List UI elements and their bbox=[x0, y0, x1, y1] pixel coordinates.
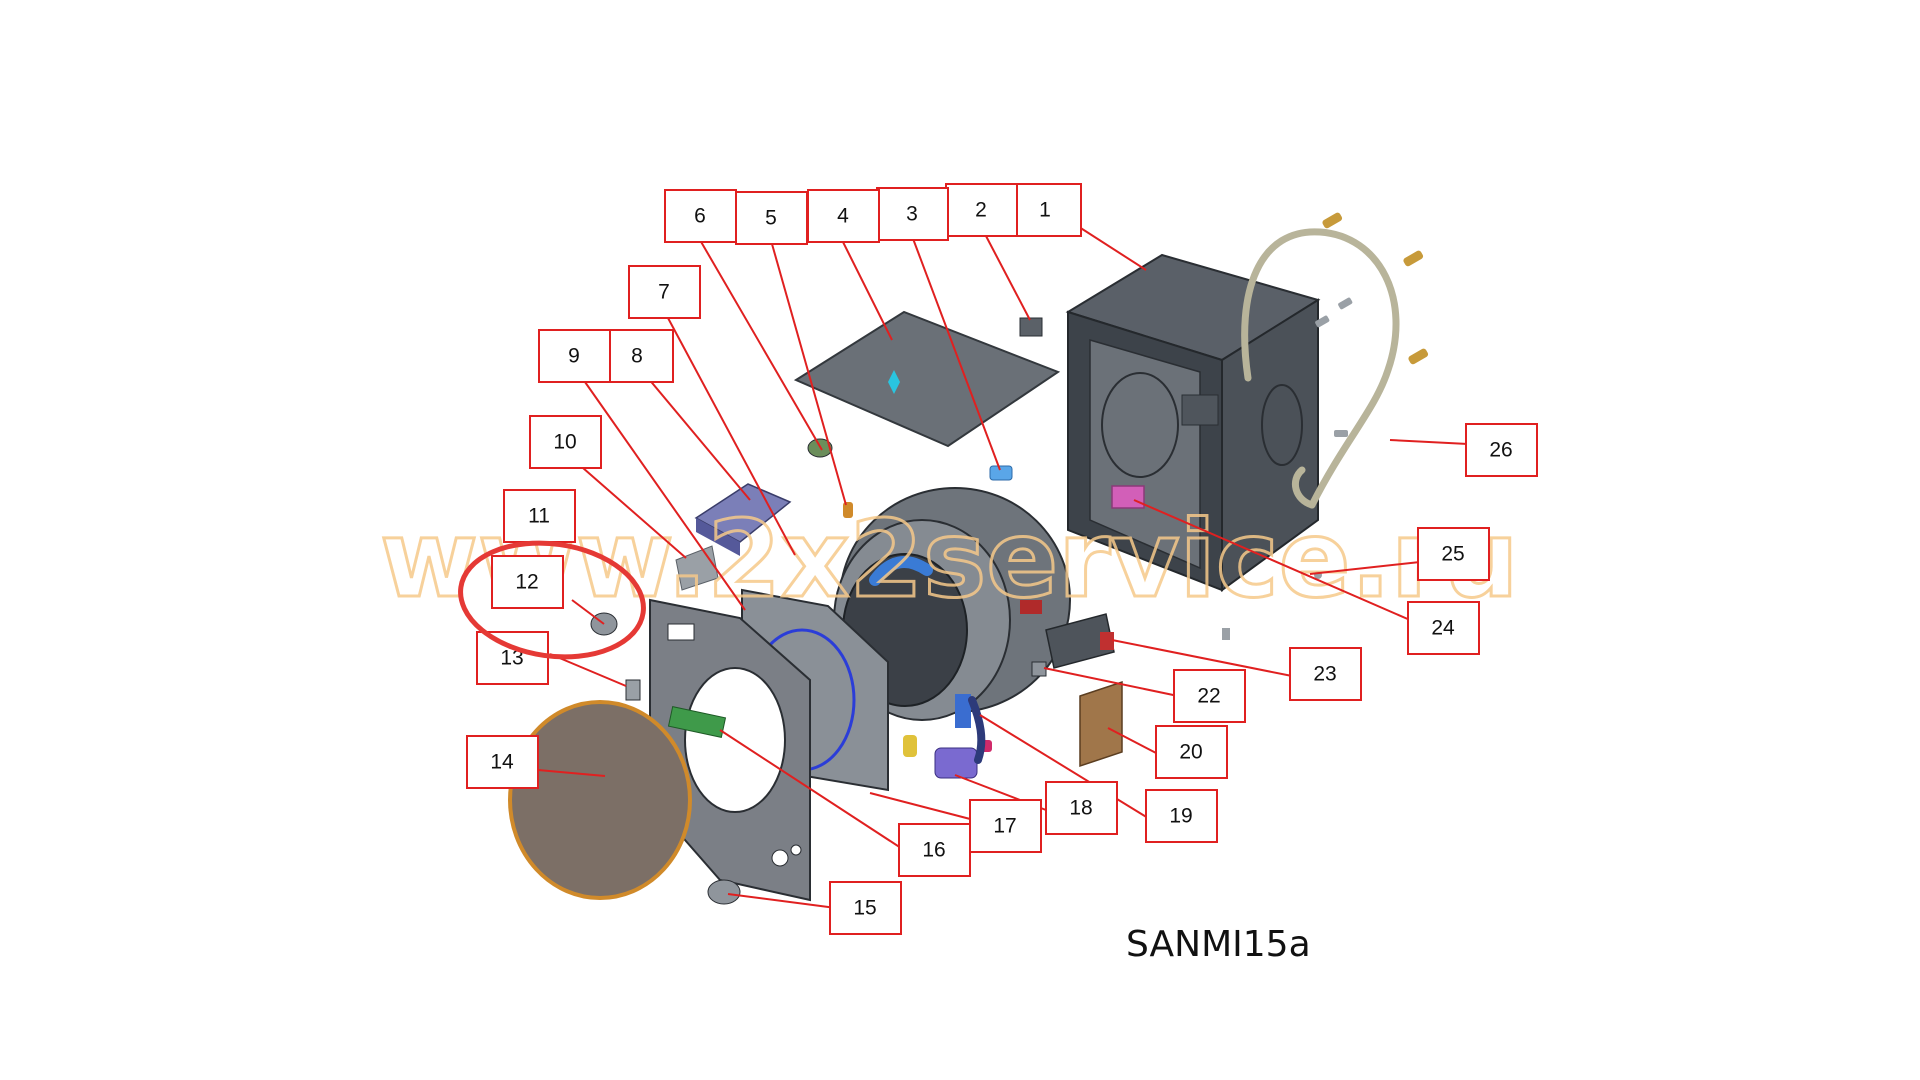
callout-18: 18 bbox=[1069, 797, 1092, 820]
motor-module bbox=[1045, 613, 1115, 669]
callout-6: 6 bbox=[694, 205, 706, 228]
callout-13: 13 bbox=[500, 647, 523, 670]
callout-7: 7 bbox=[658, 281, 670, 304]
callout-2: 2 bbox=[975, 199, 987, 222]
callout-19: 19 bbox=[1169, 805, 1192, 828]
parts-illustration bbox=[508, 212, 1429, 905]
drain-hose bbox=[1241, 228, 1400, 509]
callout-17: 17 bbox=[993, 815, 1016, 838]
callout-15: 15 bbox=[853, 897, 876, 920]
highlight-ellipse bbox=[458, 540, 646, 660]
drain-filter-cap bbox=[707, 879, 741, 905]
callout-3: 3 bbox=[906, 203, 918, 226]
callout-26: 26 bbox=[1489, 439, 1512, 462]
callout-boxes bbox=[466, 183, 1538, 935]
callout-25: 25 bbox=[1441, 543, 1464, 566]
callout-5: 5 bbox=[765, 207, 777, 230]
control-board bbox=[1079, 680, 1123, 768]
leader-lines bbox=[537, 215, 1469, 909]
base-foot bbox=[1222, 628, 1230, 640]
top-cover bbox=[793, 310, 1061, 448]
brass-fittings bbox=[1315, 212, 1429, 437]
heating-relay-box bbox=[1111, 485, 1145, 509]
callout-8: 8 bbox=[631, 345, 643, 368]
callout-9: 9 bbox=[568, 345, 580, 368]
callout-20: 20 bbox=[1179, 741, 1202, 764]
callout-4: 4 bbox=[837, 205, 849, 228]
inlet-hose bbox=[968, 696, 986, 764]
callout-12: 12 bbox=[515, 571, 538, 594]
callout-23: 23 bbox=[1313, 663, 1336, 686]
callout-14: 14 bbox=[490, 751, 514, 774]
callout-labels: 1 2 3 4 5 6 7 8 9 10 11 12 13 14 15 16 1… bbox=[490, 199, 1512, 920]
blue-clip bbox=[989, 465, 1013, 481]
callout-11: 11 bbox=[528, 505, 550, 528]
callout-22: 22 bbox=[1197, 685, 1220, 708]
callout-24: 24 bbox=[1431, 617, 1455, 640]
callout-1: 1 bbox=[1039, 199, 1051, 222]
callout-16: 16 bbox=[922, 839, 945, 862]
door-hook bbox=[625, 679, 641, 701]
callout-10: 10 bbox=[553, 431, 576, 454]
top-bracket bbox=[1019, 317, 1043, 337]
orange-connector bbox=[843, 502, 853, 518]
detergent-drawer bbox=[694, 483, 792, 556]
diagram-caption: SANMI15a bbox=[1126, 924, 1311, 965]
door-glass bbox=[508, 700, 692, 900]
